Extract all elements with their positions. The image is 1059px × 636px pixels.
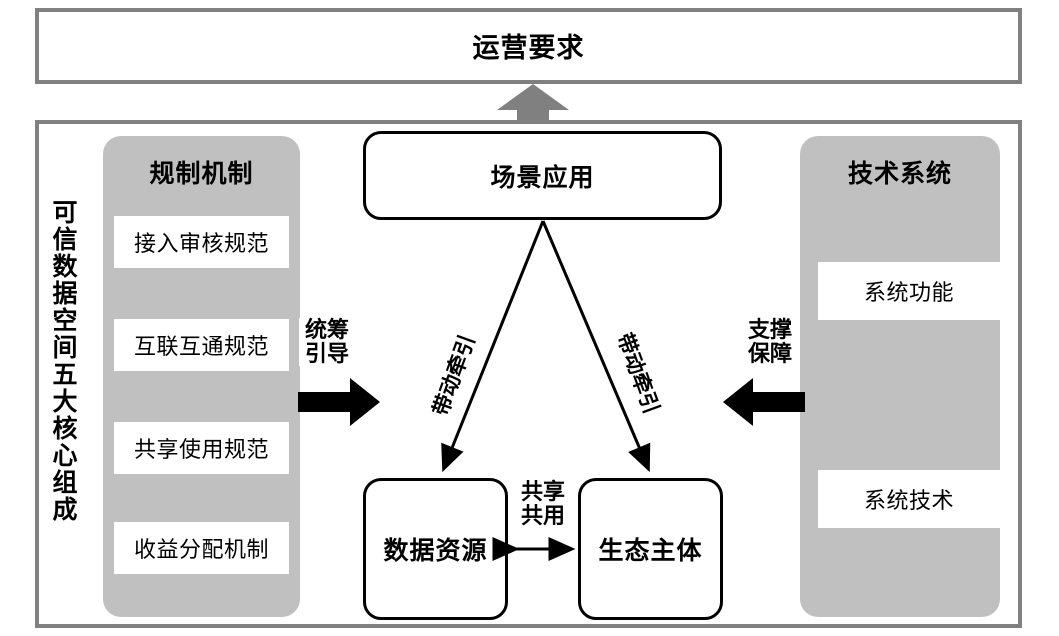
list-item[interactable]: 收益分配机制 [114, 522, 289, 574]
right-block-arrow-icon [298, 378, 380, 426]
data-resource-node[interactable]: 数据资源 [363, 478, 508, 620]
list-item[interactable]: 系统技术 [818, 470, 1000, 528]
list-item[interactable]: 互联互通规范 [114, 319, 289, 371]
regulation-mechanism-title: 规制机制 [149, 160, 254, 188]
operation-requirement-box: 运营要求 [35, 8, 1022, 84]
technology-system-title: 技术系统 [847, 160, 952, 188]
guide-arrow-label: 统筹 引导 [299, 318, 355, 366]
operation-requirement-title: 运营要求 [472, 33, 585, 63]
list-item[interactable]: 共享使用规范 [114, 422, 289, 474]
left-block-arrow-icon [723, 378, 805, 426]
upward-arrow-icon [497, 84, 569, 124]
vertical-axis-label: 可信数据空间五大核心组成 [52, 199, 78, 524]
list-item[interactable]: 接入审核规范 [114, 216, 289, 268]
share-arrow-label: 共享 共用 [512, 480, 574, 528]
list-item[interactable]: 系统功能 [818, 262, 1000, 320]
scene-application-node[interactable]: 场景应用 [363, 131, 722, 220]
support-arrow-label: 支撑 保障 [742, 318, 798, 366]
technology-system-card: 技术系统 [800, 136, 1000, 617]
ecosystem-entity-node[interactable]: 生态主体 [578, 478, 723, 620]
